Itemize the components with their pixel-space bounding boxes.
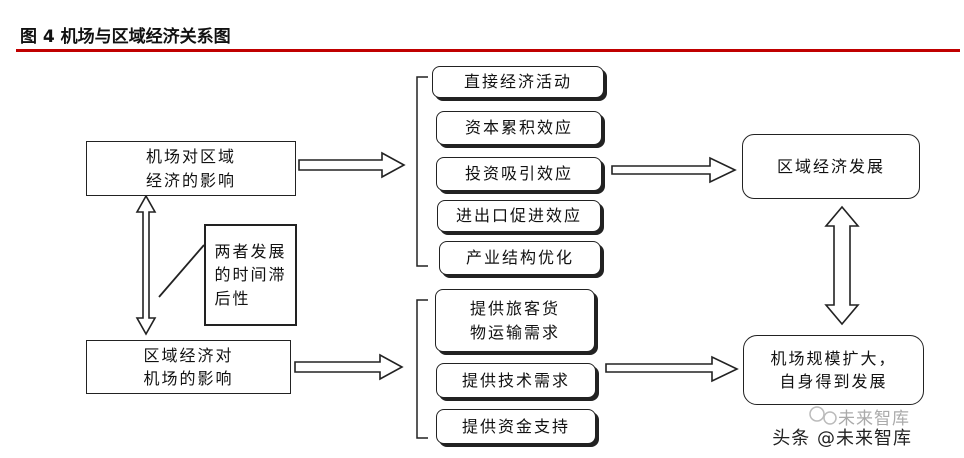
arrow-to-upper-effects — [298, 151, 406, 179]
right-double-arrow — [824, 205, 860, 326]
effect-label: 投资吸引效应 — [464, 164, 573, 184]
effect-label: 提供旅客货 物运输需求 — [469, 299, 560, 342]
figure-title: 图 4 机场与区域经济关系图 — [20, 27, 231, 47]
airport-expansion-label: 机场规模扩大， 自身得到发展 — [770, 348, 897, 391]
effect-box: 投资吸引效应 — [436, 157, 602, 191]
regional-development-box: 区域经济发展 — [742, 134, 920, 199]
effect-label: 提供技术需求 — [461, 370, 570, 390]
watermark-logo-icon — [809, 406, 837, 425]
effect-box: 提供资金支持 — [436, 409, 596, 444]
upper-brace — [416, 76, 428, 267]
effect-box: 产业结构优化 — [439, 241, 601, 275]
effect-label: 直接经济活动 — [463, 72, 572, 92]
watermark-line1: 未来智库 — [838, 409, 910, 429]
lag-label: 两者发展 的时间滞 后性 — [214, 242, 287, 308]
effect-box: 资本累积效应 — [436, 111, 602, 145]
arrow-to-airport-expansion — [605, 355, 739, 383]
region-to-airport-label: 区域经济对 机场的影响 — [143, 345, 234, 388]
lower-brace — [416, 299, 428, 439]
arrow-to-lower-effects — [294, 353, 404, 381]
arrow-to-regional-development — [611, 156, 737, 184]
effect-box: 直接经济活动 — [432, 66, 604, 98]
title-rule — [16, 49, 960, 52]
effect-label: 资本累积效应 — [464, 118, 573, 138]
effect-label: 产业结构优化 — [465, 248, 574, 268]
regional-development-label: 区域经济发展 — [776, 156, 885, 176]
effect-box: 提供旅客货 物运输需求 — [435, 289, 595, 352]
watermark-line2: 头条 @未来智库 — [772, 428, 912, 449]
airport-expansion-box: 机场规模扩大， 自身得到发展 — [743, 335, 924, 405]
region-to-airport-box: 区域经济对 机场的影响 — [86, 340, 291, 394]
effect-box: 提供技术需求 — [436, 363, 596, 398]
lag-box: 两者发展 的时间滞 后性 — [204, 224, 297, 326]
effect-label: 进出口促进效应 — [455, 206, 582, 226]
lag-pointer-line — [158, 244, 205, 298]
left-double-arrow — [135, 194, 157, 336]
airport-to-region-box: 机场对区域 经济的影响 — [86, 141, 296, 196]
effect-box: 进出口促进效应 — [437, 200, 601, 232]
effect-label: 提供资金支持 — [461, 416, 570, 436]
airport-to-region-label: 机场对区域 经济的影响 — [145, 147, 236, 190]
